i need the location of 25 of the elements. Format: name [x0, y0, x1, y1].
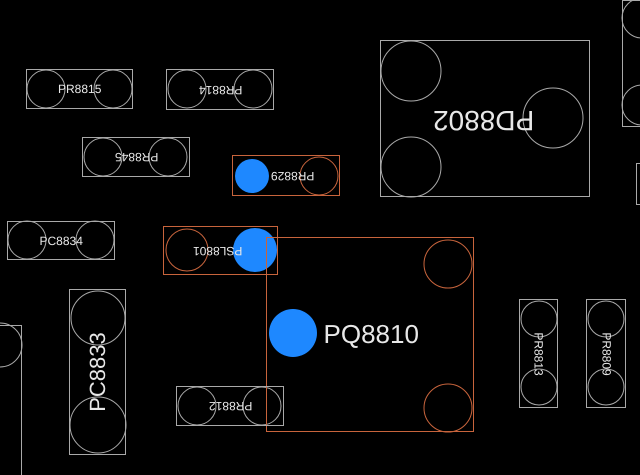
component-label: PQ8810 — [324, 321, 419, 347]
component-outline — [586, 299, 626, 408]
component-outline — [0, 325, 22, 475]
component-outline — [69, 289, 126, 455]
component-label: PD8802 — [432, 106, 534, 134]
component-label: PR8845 — [114, 151, 158, 163]
component-label: PR8814 — [198, 84, 242, 96]
component-outline — [7, 221, 115, 260]
component-label: PR8813 — [532, 332, 545, 376]
component-label: PR8829 — [270, 170, 314, 182]
component-outline — [176, 386, 284, 426]
component-label: PC8833 — [86, 332, 108, 412]
component-outline — [26, 69, 133, 109]
component-outline — [519, 299, 558, 408]
component-outline — [380, 40, 590, 197]
component-outline — [636, 163, 640, 205]
component-outline — [266, 237, 474, 432]
component-outline — [622, 0, 640, 127]
component-label: PR8809 — [600, 332, 612, 376]
component-outline — [82, 137, 190, 177]
component-label: PSL8801 — [192, 244, 242, 256]
component-outline — [232, 155, 340, 196]
component-outline — [163, 226, 278, 275]
component-label: PR8812 — [208, 400, 252, 412]
component-outline — [166, 69, 274, 110]
